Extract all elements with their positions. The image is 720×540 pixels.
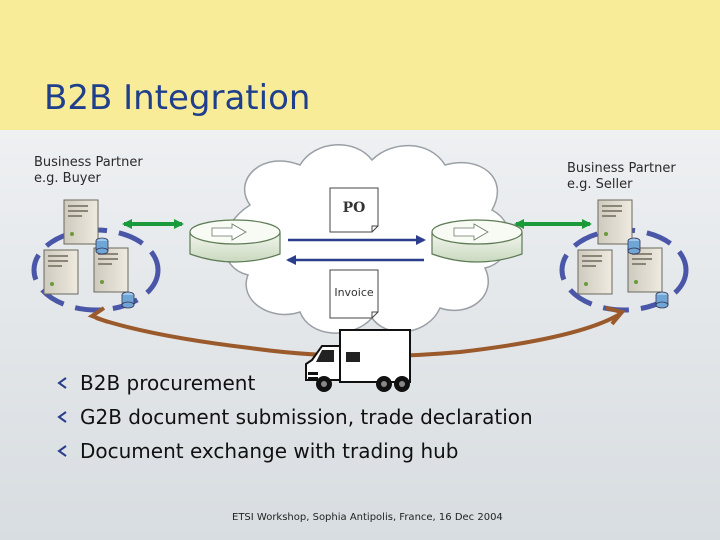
bullet-list: B2B procurement G2B document submission,… (56, 366, 533, 468)
slide-title: B2B Integration (44, 78, 311, 118)
bullet-text: G2B document submission, trade declarati… (80, 405, 533, 429)
bullet-text: B2B procurement (80, 371, 256, 395)
title-band (0, 0, 720, 130)
po-label: PO (342, 200, 366, 216)
seller-label: Business Partner e.g. Seller (567, 161, 676, 192)
bullet-arrow-icon (57, 445, 67, 457)
bullet-item: G2B document submission, trade declarati… (56, 400, 533, 434)
bullet-item: B2B procurement (56, 366, 533, 400)
po-document (329, 187, 379, 233)
delivery-arc-arrowhead-left (87, 306, 109, 324)
buyer-label: Business Partner e.g. Buyer (34, 155, 143, 186)
truck-icon (305, 329, 411, 392)
invoice-document (329, 269, 379, 319)
delivery-arc-arrowhead-right (605, 306, 626, 326)
seller-message-pipe (431, 219, 523, 263)
buyer-message-pipe (189, 219, 281, 263)
seller-servers (577, 199, 669, 309)
bullet-text: Document exchange with trading hub (80, 439, 459, 463)
slide-footer: ETSI Workshop, Sophia Antipolis, France,… (232, 512, 503, 523)
bullet-arrow-icon (57, 411, 67, 423)
invoice-label: Invoice (334, 286, 374, 299)
bullet-arrow-icon (57, 377, 67, 389)
bullet-item: Document exchange with trading hub (56, 434, 533, 468)
buyer-servers (43, 199, 135, 309)
